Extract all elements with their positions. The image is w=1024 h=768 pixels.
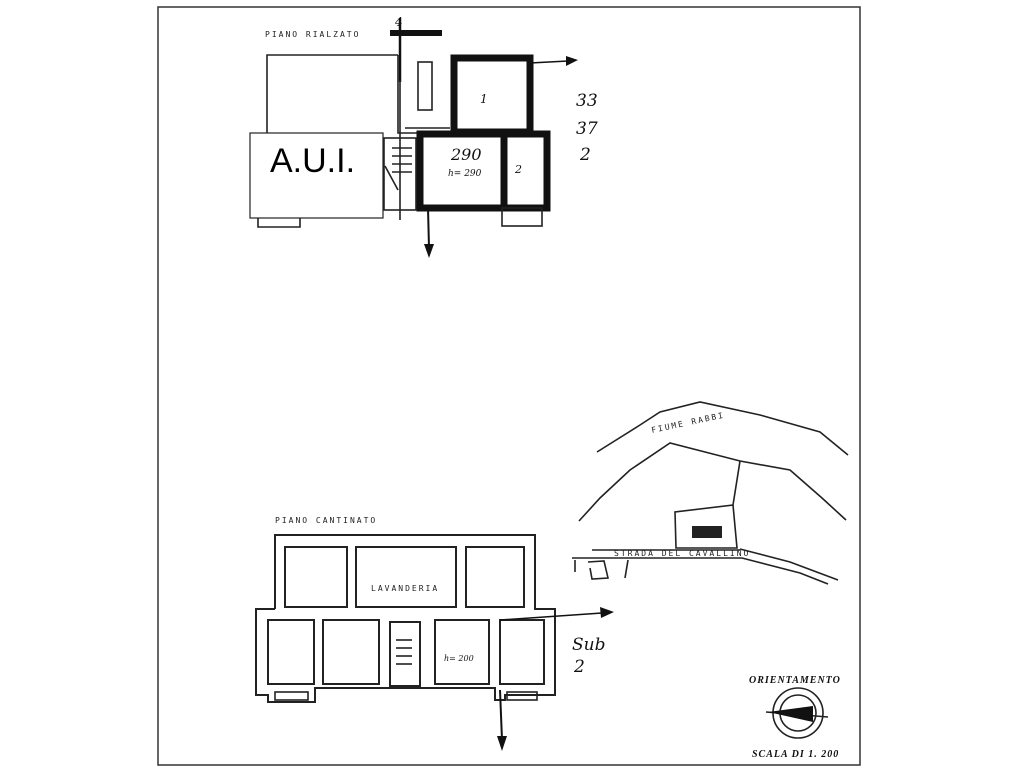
room-1-label: 1 bbox=[480, 92, 488, 106]
height-note: h= 290 bbox=[448, 169, 482, 179]
building-footprint bbox=[692, 526, 722, 538]
arrowhead-down bbox=[424, 244, 434, 258]
bay bbox=[257, 218, 301, 228]
stairs bbox=[383, 137, 417, 211]
neighbor-building bbox=[587, 560, 609, 580]
road-label: STRADA DEL CAVALLINO bbox=[614, 549, 750, 558]
room-1-walls bbox=[450, 54, 534, 136]
lower-height-note: h= 200 bbox=[444, 654, 474, 663]
lower-plan-title: PIANO CANTINATO bbox=[275, 516, 377, 525]
upper-floor-plan: PIANO RIALZATO 4 1 290 h= 290 2 A.U.I. bbox=[249, 15, 598, 258]
light-well bbox=[506, 691, 538, 701]
side-number-1: 33 bbox=[576, 91, 598, 111]
orientation-label: ORIENTAMENTO bbox=[749, 675, 841, 686]
outer-wall bbox=[255, 534, 556, 703]
sheet-frame bbox=[157, 6, 861, 766]
arrow-down bbox=[427, 207, 430, 249]
side-number-2: 37 bbox=[576, 119, 598, 139]
cellar-room-sub2 bbox=[499, 619, 545, 685]
river-bank-north bbox=[596, 401, 849, 456]
stairs-lower bbox=[396, 639, 412, 665]
wall bbox=[397, 55, 418, 134]
scale-label: SCALA DI 1. 200 bbox=[752, 749, 839, 760]
balcony bbox=[501, 207, 543, 227]
section-mark: 4 bbox=[394, 15, 403, 29]
aui-box bbox=[249, 132, 384, 219]
upper-plan-title: PIANO RIALZATO bbox=[265, 30, 360, 39]
laundry-room bbox=[355, 546, 457, 608]
cellar-room bbox=[434, 619, 490, 685]
north-arrow-icon bbox=[768, 706, 813, 722]
light-well bbox=[274, 691, 309, 701]
cellar-room bbox=[267, 619, 315, 685]
arrow-right bbox=[529, 60, 569, 64]
river-bank-south bbox=[578, 442, 847, 522]
property-boundary bbox=[674, 460, 741, 549]
cellar-room bbox=[284, 546, 348, 608]
cellar-room bbox=[465, 546, 525, 608]
cellar-room bbox=[322, 619, 380, 685]
arrow-down bbox=[499, 689, 503, 741]
arrowhead-down bbox=[497, 736, 507, 751]
laundry-label: LAVANDERIA bbox=[371, 584, 439, 593]
road-edge-south bbox=[572, 557, 829, 585]
arrowhead-right bbox=[566, 56, 578, 66]
sub-label: Sub bbox=[572, 635, 605, 655]
room-2-walls bbox=[500, 130, 551, 212]
legend: ORIENTAMENTO SCALA DI 1. 200 bbox=[749, 675, 841, 760]
fixture bbox=[417, 61, 433, 111]
lower-floor-plan: PIANO CANTINATO LAVANDERIA h= 200 Sub 2 bbox=[255, 516, 614, 751]
arrow-right bbox=[499, 612, 603, 621]
stair-well bbox=[389, 621, 421, 687]
river-label: FIUME RABBI bbox=[651, 411, 726, 435]
side-number-3: 2 bbox=[579, 145, 591, 165]
area-note: 290 bbox=[450, 145, 482, 164]
sub-number: 2 bbox=[573, 657, 585, 677]
arrowhead-right bbox=[600, 607, 614, 618]
room-2-label: 2 bbox=[514, 163, 522, 176]
aui-label: A.U.I. bbox=[270, 142, 355, 180]
site-map: FIUME RABBI STRADA DEL CAVALLINO bbox=[572, 401, 849, 585]
left-wing-wall bbox=[266, 54, 398, 133]
